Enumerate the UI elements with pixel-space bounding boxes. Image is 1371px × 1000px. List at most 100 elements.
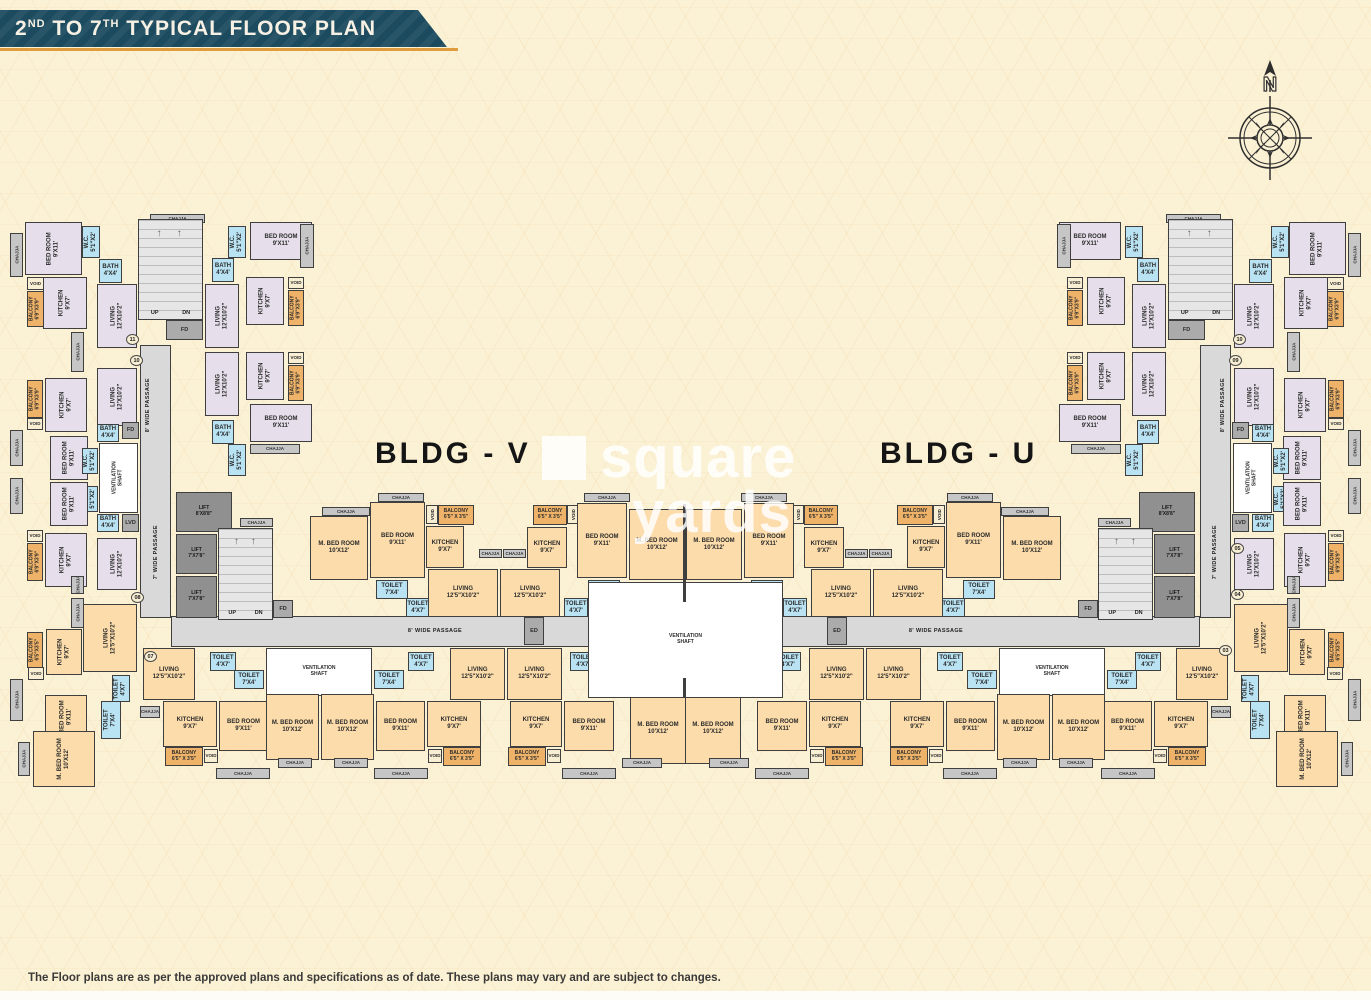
room-label: VOID (1069, 355, 1081, 361)
void-area: VOID (1067, 352, 1083, 364)
room-label: VOID (1330, 533, 1342, 539)
ed-box: ED (827, 617, 847, 645)
room-w-c: W.C.5'1"X2' (82, 448, 98, 474)
room-label: VOID (429, 753, 441, 759)
room-label: VOID (936, 508, 942, 520)
room-label: CHAJJA (168, 216, 186, 221)
room-label: VOID (205, 753, 217, 759)
room-label: W.C.5'1"X2' (230, 450, 243, 470)
chajja-strip: CHAJJA (216, 768, 270, 779)
room-w-c: W.C.5'1"X2' (82, 226, 100, 258)
void-area: VOID (27, 277, 44, 290)
wall-segment (683, 582, 686, 602)
room-label: VOID (930, 753, 942, 759)
room-label: VOID (1329, 280, 1341, 286)
chajja-strip: CHAJJA (1287, 332, 1300, 372)
fd-box: FD (122, 422, 139, 439)
room-label: VOID (1329, 670, 1341, 676)
bottom-strip (0, 991, 1371, 1000)
room-label: CHAJJA (13, 486, 19, 505)
room-w-c: W.C.5'1"X2' (228, 444, 246, 476)
passage-label: 8' WIDE PASSAGE (390, 623, 480, 639)
room-label: CHAJJA (960, 770, 979, 776)
room-label: FD (279, 605, 287, 612)
chajja-strip: CHAJJA (240, 518, 273, 527)
void-area: VOID (288, 352, 304, 364)
void-area: VOID (28, 667, 44, 680)
room-label: CHAJJA (391, 770, 410, 776)
chajja-strip: CHAJJA (943, 768, 997, 779)
wall-segment (683, 504, 686, 584)
room-label: FD (1236, 427, 1245, 434)
room-w-c: W.C.5'1"X2' (1271, 226, 1289, 258)
room-label: CHAJJA (1351, 438, 1357, 457)
room-label: VOID (290, 280, 302, 286)
chajja-strip: CHAJJA (869, 549, 892, 558)
room-label: CHAJJA (1290, 603, 1296, 622)
passage-label: 8' WIDE PASSAGE (141, 360, 155, 450)
chajja-strip: CHAJJA (278, 758, 312, 768)
unit-number: 09 (1229, 355, 1242, 366)
room-label: FD (1084, 605, 1092, 612)
room-label: ED (530, 627, 538, 634)
chajja-strip: CHAJJA (334, 758, 368, 768)
